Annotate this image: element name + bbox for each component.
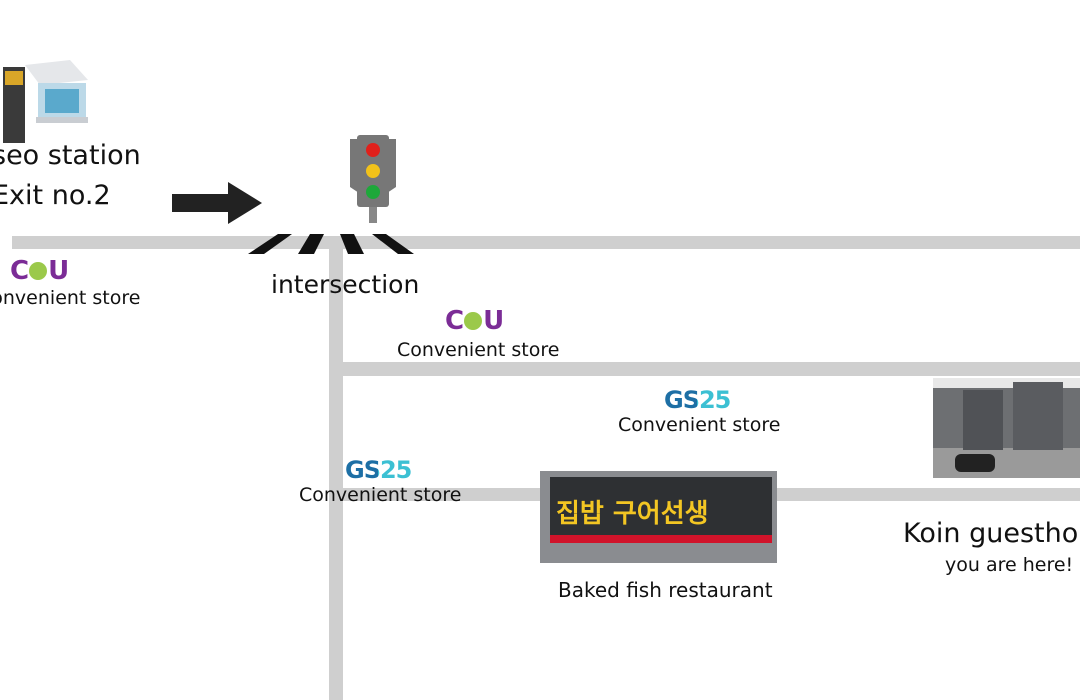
main-road	[12, 236, 1080, 249]
station-exit: Exit no.2	[0, 180, 111, 211]
restaurant-sign-image: 집밥 구어선생	[540, 471, 777, 563]
restaurant-label: Baked fish restaurant	[558, 578, 773, 602]
you-are-here-label: you are here!	[945, 554, 1074, 576]
side-road-2	[343, 362, 1080, 376]
gs25-logo: GS25	[345, 456, 412, 484]
store-label-cu-2: Convenient store	[397, 339, 560, 361]
intersection-label: intersection	[271, 270, 420, 299]
station-name: seo station	[0, 140, 141, 171]
store-label-gs25-1: Convenient store	[618, 414, 781, 436]
side-road-vertical	[329, 249, 343, 700]
crosswalk-icon	[248, 234, 414, 254]
guesthouse-name: Koin guesthouse	[903, 518, 1080, 549]
subway-station-icon	[3, 60, 88, 143]
direction-arrow-icon	[172, 182, 262, 224]
store-label-gs25-2: Convenient store	[299, 484, 462, 506]
restaurant-sign-text: 집밥 구어선생	[556, 499, 709, 529]
guesthouse-photo	[933, 378, 1080, 478]
gs25-logo: GS25	[664, 386, 731, 414]
traffic-light-icon	[350, 135, 396, 223]
store-label-cu-1: Convenient store	[0, 287, 141, 309]
